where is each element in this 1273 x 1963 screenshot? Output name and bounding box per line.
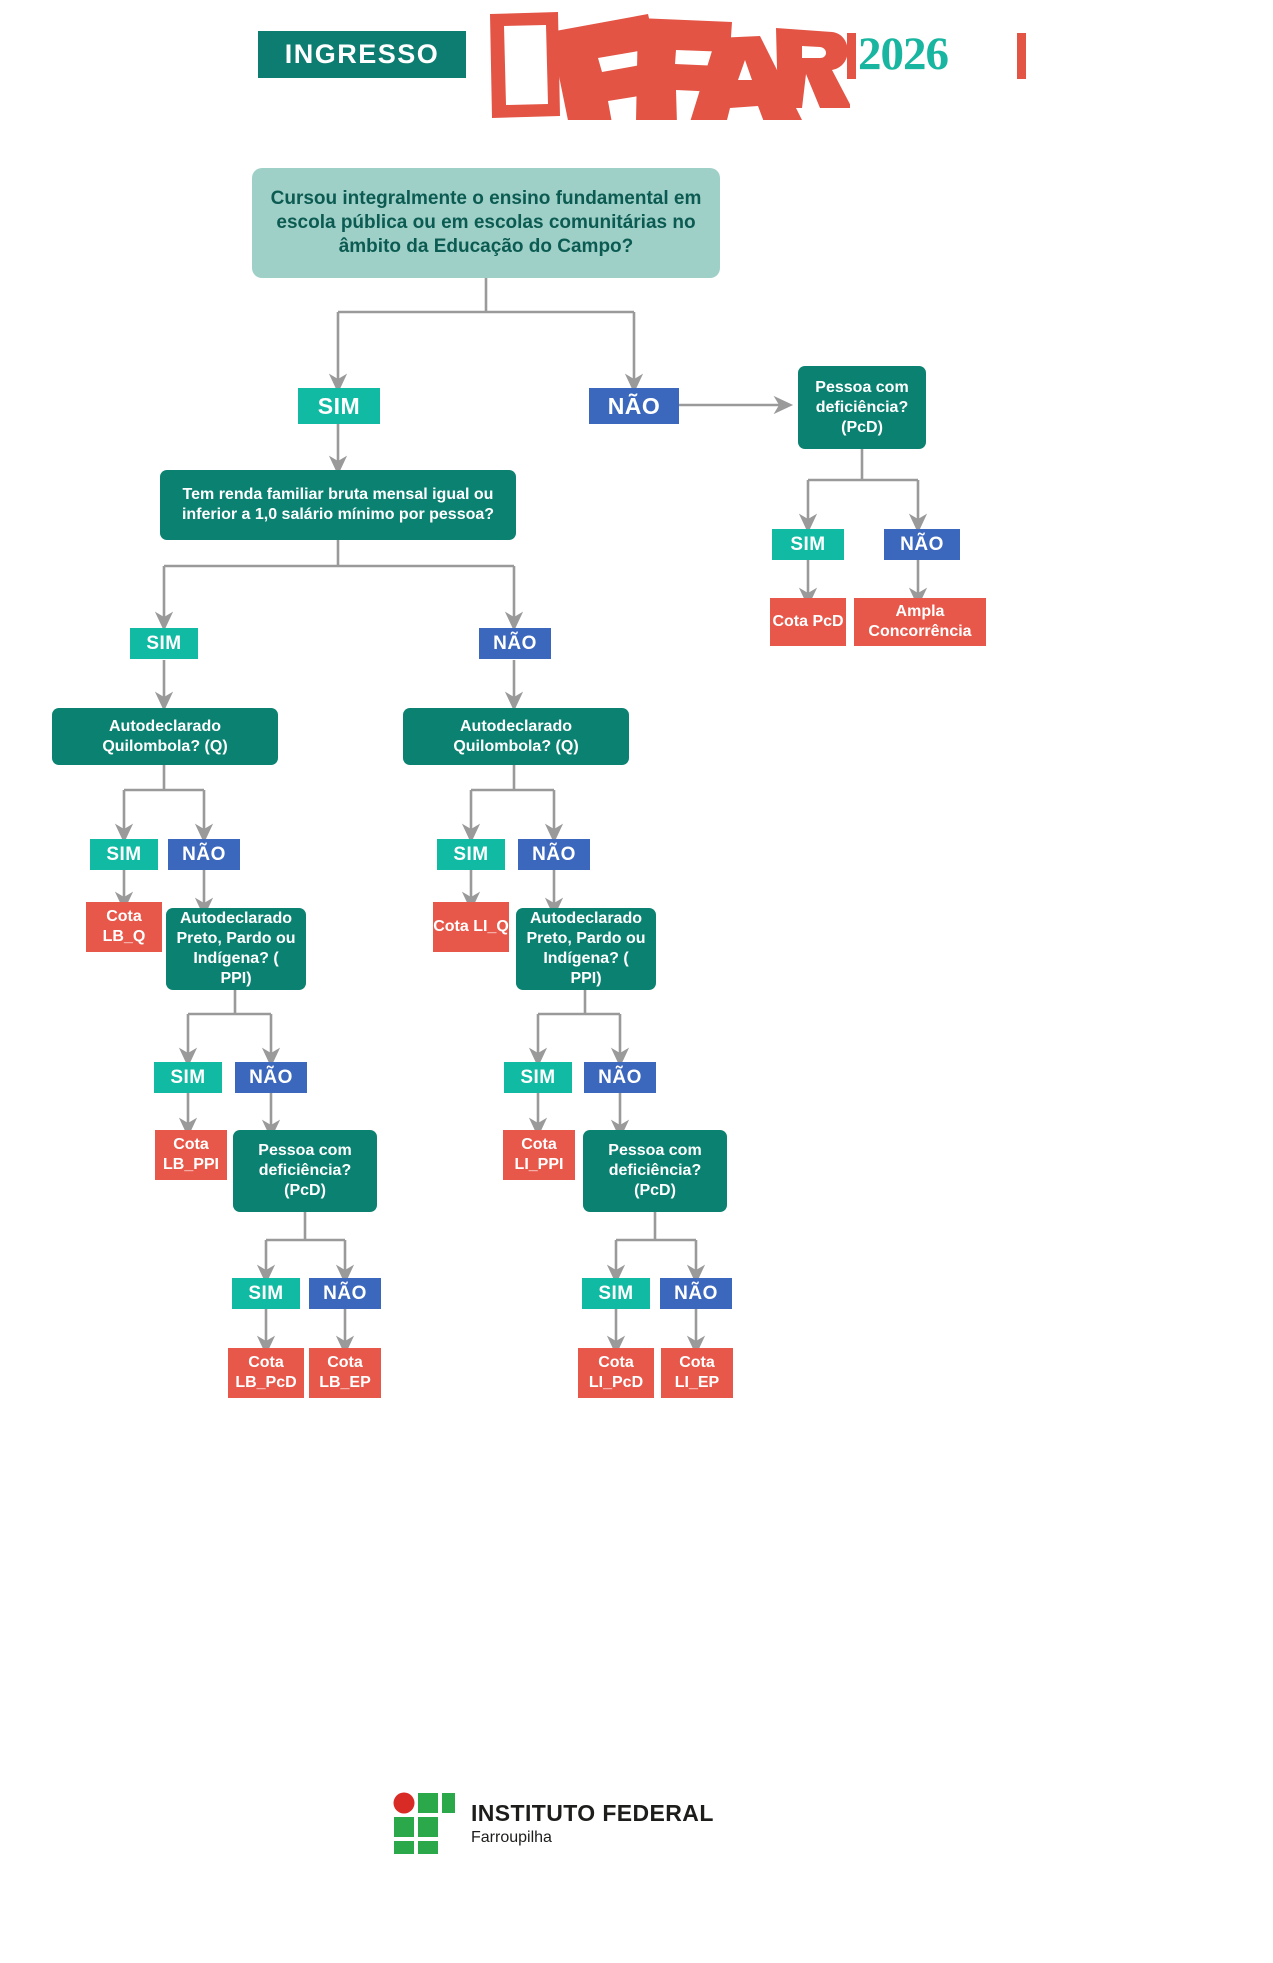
branch-sim-renda: SIM bbox=[130, 628, 198, 659]
page-header: INGRESSO bbox=[0, 0, 1273, 120]
branch-sim-pcd-right: SIM bbox=[772, 529, 844, 560]
question-ppi-li: Autodeclarado Preto, Pardo ou Indígena? … bbox=[516, 908, 656, 990]
institution-name: INSTITUTO FEDERAL Farroupilha bbox=[471, 1800, 714, 1847]
ingresso-badge: INGRESSO bbox=[258, 31, 466, 78]
branch-nao-ppi-lb: NÃO bbox=[235, 1062, 307, 1093]
result-cota-li-q: Cota LI_Q bbox=[433, 902, 509, 952]
result-cota-pcd: Cota PcD bbox=[770, 598, 846, 646]
result-cota-li-pcd: Cota LI_PcD bbox=[578, 1348, 654, 1398]
branch-sim-pcd-lb: SIM bbox=[232, 1278, 300, 1309]
branch-sim-quilombola-lb: SIM bbox=[90, 839, 158, 870]
if-logo-icon bbox=[393, 1792, 455, 1854]
branch-nao-pcd-right: NÃO bbox=[884, 529, 960, 560]
question-ppi-lb: Autodeclarado Preto, Pardo ou Indígena? … bbox=[166, 908, 306, 990]
question-renda-familiar: Tem renda familiar bruta mensal igual ou… bbox=[160, 470, 516, 540]
branch-nao-renda: NÃO bbox=[479, 628, 551, 659]
institution-line1: INSTITUTO FEDERAL bbox=[471, 1800, 714, 1826]
question-pcd-li: Pessoa com deficiência? (PcD) bbox=[583, 1130, 727, 1212]
question-quilombola-li: Autodeclarado Quilombola? (Q) bbox=[403, 708, 629, 765]
year-tick-left bbox=[847, 33, 856, 79]
result-cota-lb-ep: Cota LB_EP bbox=[309, 1348, 381, 1398]
branch-nao-ppi-li: NÃO bbox=[584, 1062, 656, 1093]
branch-sim-quilombola-li: SIM bbox=[437, 839, 505, 870]
result-cota-lb-q: Cota LB_Q bbox=[86, 902, 162, 952]
result-cota-li-ep: Cota LI_EP bbox=[661, 1348, 733, 1398]
result-ampla-concorrencia: Ampla Concorrência bbox=[854, 598, 986, 646]
question-pcd-right: Pessoa com deficiência? (PcD) bbox=[798, 366, 926, 449]
iffar-logo bbox=[480, 8, 850, 120]
branch-nao-quilombola-lb: NÃO bbox=[168, 839, 240, 870]
footer-logo: INSTITUTO FEDERAL Farroupilha bbox=[393, 1790, 893, 1880]
branch-nao-quilombola-li: NÃO bbox=[518, 839, 590, 870]
branch-nao-top: NÃO bbox=[589, 388, 679, 424]
institution-line2: Farroupilha bbox=[471, 1829, 552, 1846]
result-cota-lb-ppi: Cota LB_PPI bbox=[155, 1130, 227, 1180]
branch-sim-top: SIM bbox=[298, 388, 380, 424]
result-cota-li-ppi: Cota LI_PPI bbox=[503, 1130, 575, 1180]
branch-sim-pcd-li: SIM bbox=[582, 1278, 650, 1309]
branch-sim-ppi-lb: SIM bbox=[154, 1062, 222, 1093]
result-cota-lb-pcd: Cota LB_PcD bbox=[228, 1348, 304, 1398]
branch-sim-ppi-li: SIM bbox=[504, 1062, 572, 1093]
question-pcd-lb: Pessoa com deficiência? (PcD) bbox=[233, 1130, 377, 1212]
year-tick-right bbox=[1017, 33, 1026, 79]
question-ensino-fundamental: Cursou integralmente o ensino fundamenta… bbox=[252, 168, 720, 278]
question-quilombola-lb: Autodeclarado Quilombola? (Q) bbox=[52, 708, 278, 765]
branch-nao-pcd-li: NÃO bbox=[660, 1278, 732, 1309]
year-label: 2026 bbox=[858, 28, 949, 80]
branch-nao-pcd-lb: NÃO bbox=[309, 1278, 381, 1309]
